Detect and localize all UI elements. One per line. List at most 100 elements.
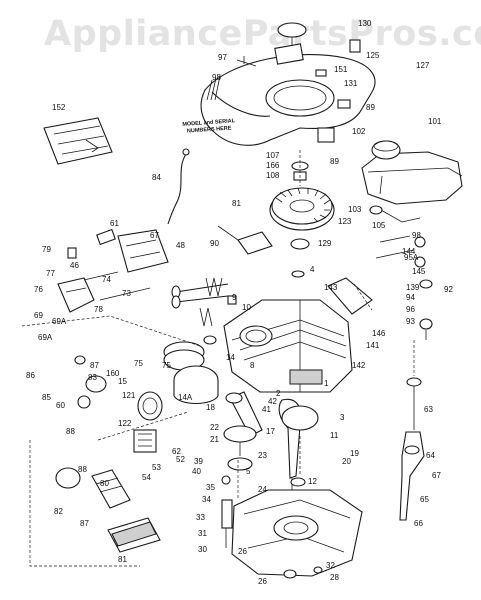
callout: 8 [250,361,255,370]
callout: 23 [258,451,267,460]
callout: 98 [212,73,221,82]
callout: 21 [210,435,219,444]
callout: 3 [340,413,345,422]
callout: 67 [432,471,441,480]
callout: 31 [198,529,207,538]
callout: 79 [42,245,51,254]
callout: 93 [406,317,415,326]
callout: 130 [358,19,372,28]
callout: 20 [342,457,351,466]
callout: 123 [338,217,352,226]
callout: 64 [426,451,435,460]
muffler [77,375,163,421]
callout: 83 [88,373,97,382]
callout: 127 [416,61,430,70]
callout: 108 [266,171,280,180]
callout: 15 [118,377,127,386]
callout: 35 [206,483,215,492]
callout: 75 [134,359,143,368]
callout: 48 [176,241,185,250]
callout: 84 [152,173,161,182]
callout: 77 [46,269,55,278]
callout: 101 [428,117,442,126]
callout: 98 [412,231,421,240]
callout: 103 [348,205,362,214]
callout: 90 [210,239,219,248]
callout: 62 [172,447,181,456]
callout: 26 [258,577,267,586]
callout: 141 [366,341,380,350]
valve-assembly [171,277,237,327]
callout: 69A [52,317,67,326]
callout: 53 [152,463,161,472]
callout: 69A [38,333,53,342]
fuel-tank [361,140,463,205]
callout: 4 [310,265,315,274]
callout: 63 [424,405,433,414]
callout: 22 [210,423,219,432]
callout: 166 [266,161,280,170]
callout: 66 [414,519,423,528]
callout: 61 [110,219,119,228]
callout: 122 [118,419,132,428]
callout: 26 [238,547,247,556]
crankcase-base [221,475,363,579]
callout: 139 [406,283,420,292]
callout: 2 [276,389,281,398]
assembly-guide-lines [21,150,415,567]
callout: 151 [334,65,348,74]
callout: 46 [70,261,79,270]
callout: 94 [406,293,415,302]
cam-gear [133,425,257,471]
ignition-module [217,225,310,278]
callout: 32 [326,561,335,570]
callout: 10 [242,303,251,312]
callout: 105 [372,221,386,230]
callout: 12 [308,477,317,486]
callout: 42 [268,397,277,406]
callout: 76 [34,285,43,294]
callout: 86 [26,371,35,380]
callout: 73 [122,289,131,298]
callout: 146 [372,329,386,338]
callout: 88 [78,465,87,474]
crankshaft [225,391,319,492]
callout: 30 [198,545,207,554]
callout: 40 [192,467,201,476]
governor-linkage [327,205,433,315]
callout: 5 [246,467,251,476]
callout: 65 [420,495,429,504]
callout: 142 [352,361,366,370]
callout: 97 [218,53,227,62]
callout: 34 [202,495,211,504]
callout: 87 [90,361,99,370]
blower-housing [200,22,376,146]
callout: 41 [262,405,271,414]
callout: 81 [118,555,127,564]
callout: 152 [52,103,66,112]
callout: 28 [330,573,339,582]
dipstick-tube [399,318,433,521]
cylinder-block [223,299,353,393]
callout: 85 [42,393,51,402]
callout: 121 [122,391,136,400]
callout: 11 [330,431,339,440]
flywheel [269,161,335,231]
callout: 89 [330,157,339,166]
callout: 80 [100,479,109,488]
callout: 89 [366,103,375,112]
callout: 74 [102,275,111,284]
callout: 1 [324,379,329,388]
callout: 24 [258,485,267,494]
owners-manual [43,117,113,165]
piston-assembly [74,335,219,405]
callout: 131 [344,79,358,88]
callout: 95A [404,253,419,262]
callout: 19 [350,449,359,458]
callout: 17 [266,427,275,436]
callout: 67 [150,231,159,240]
callout: 39 [194,457,203,466]
callout: 78 [94,305,103,314]
callout: 143 [324,283,338,292]
